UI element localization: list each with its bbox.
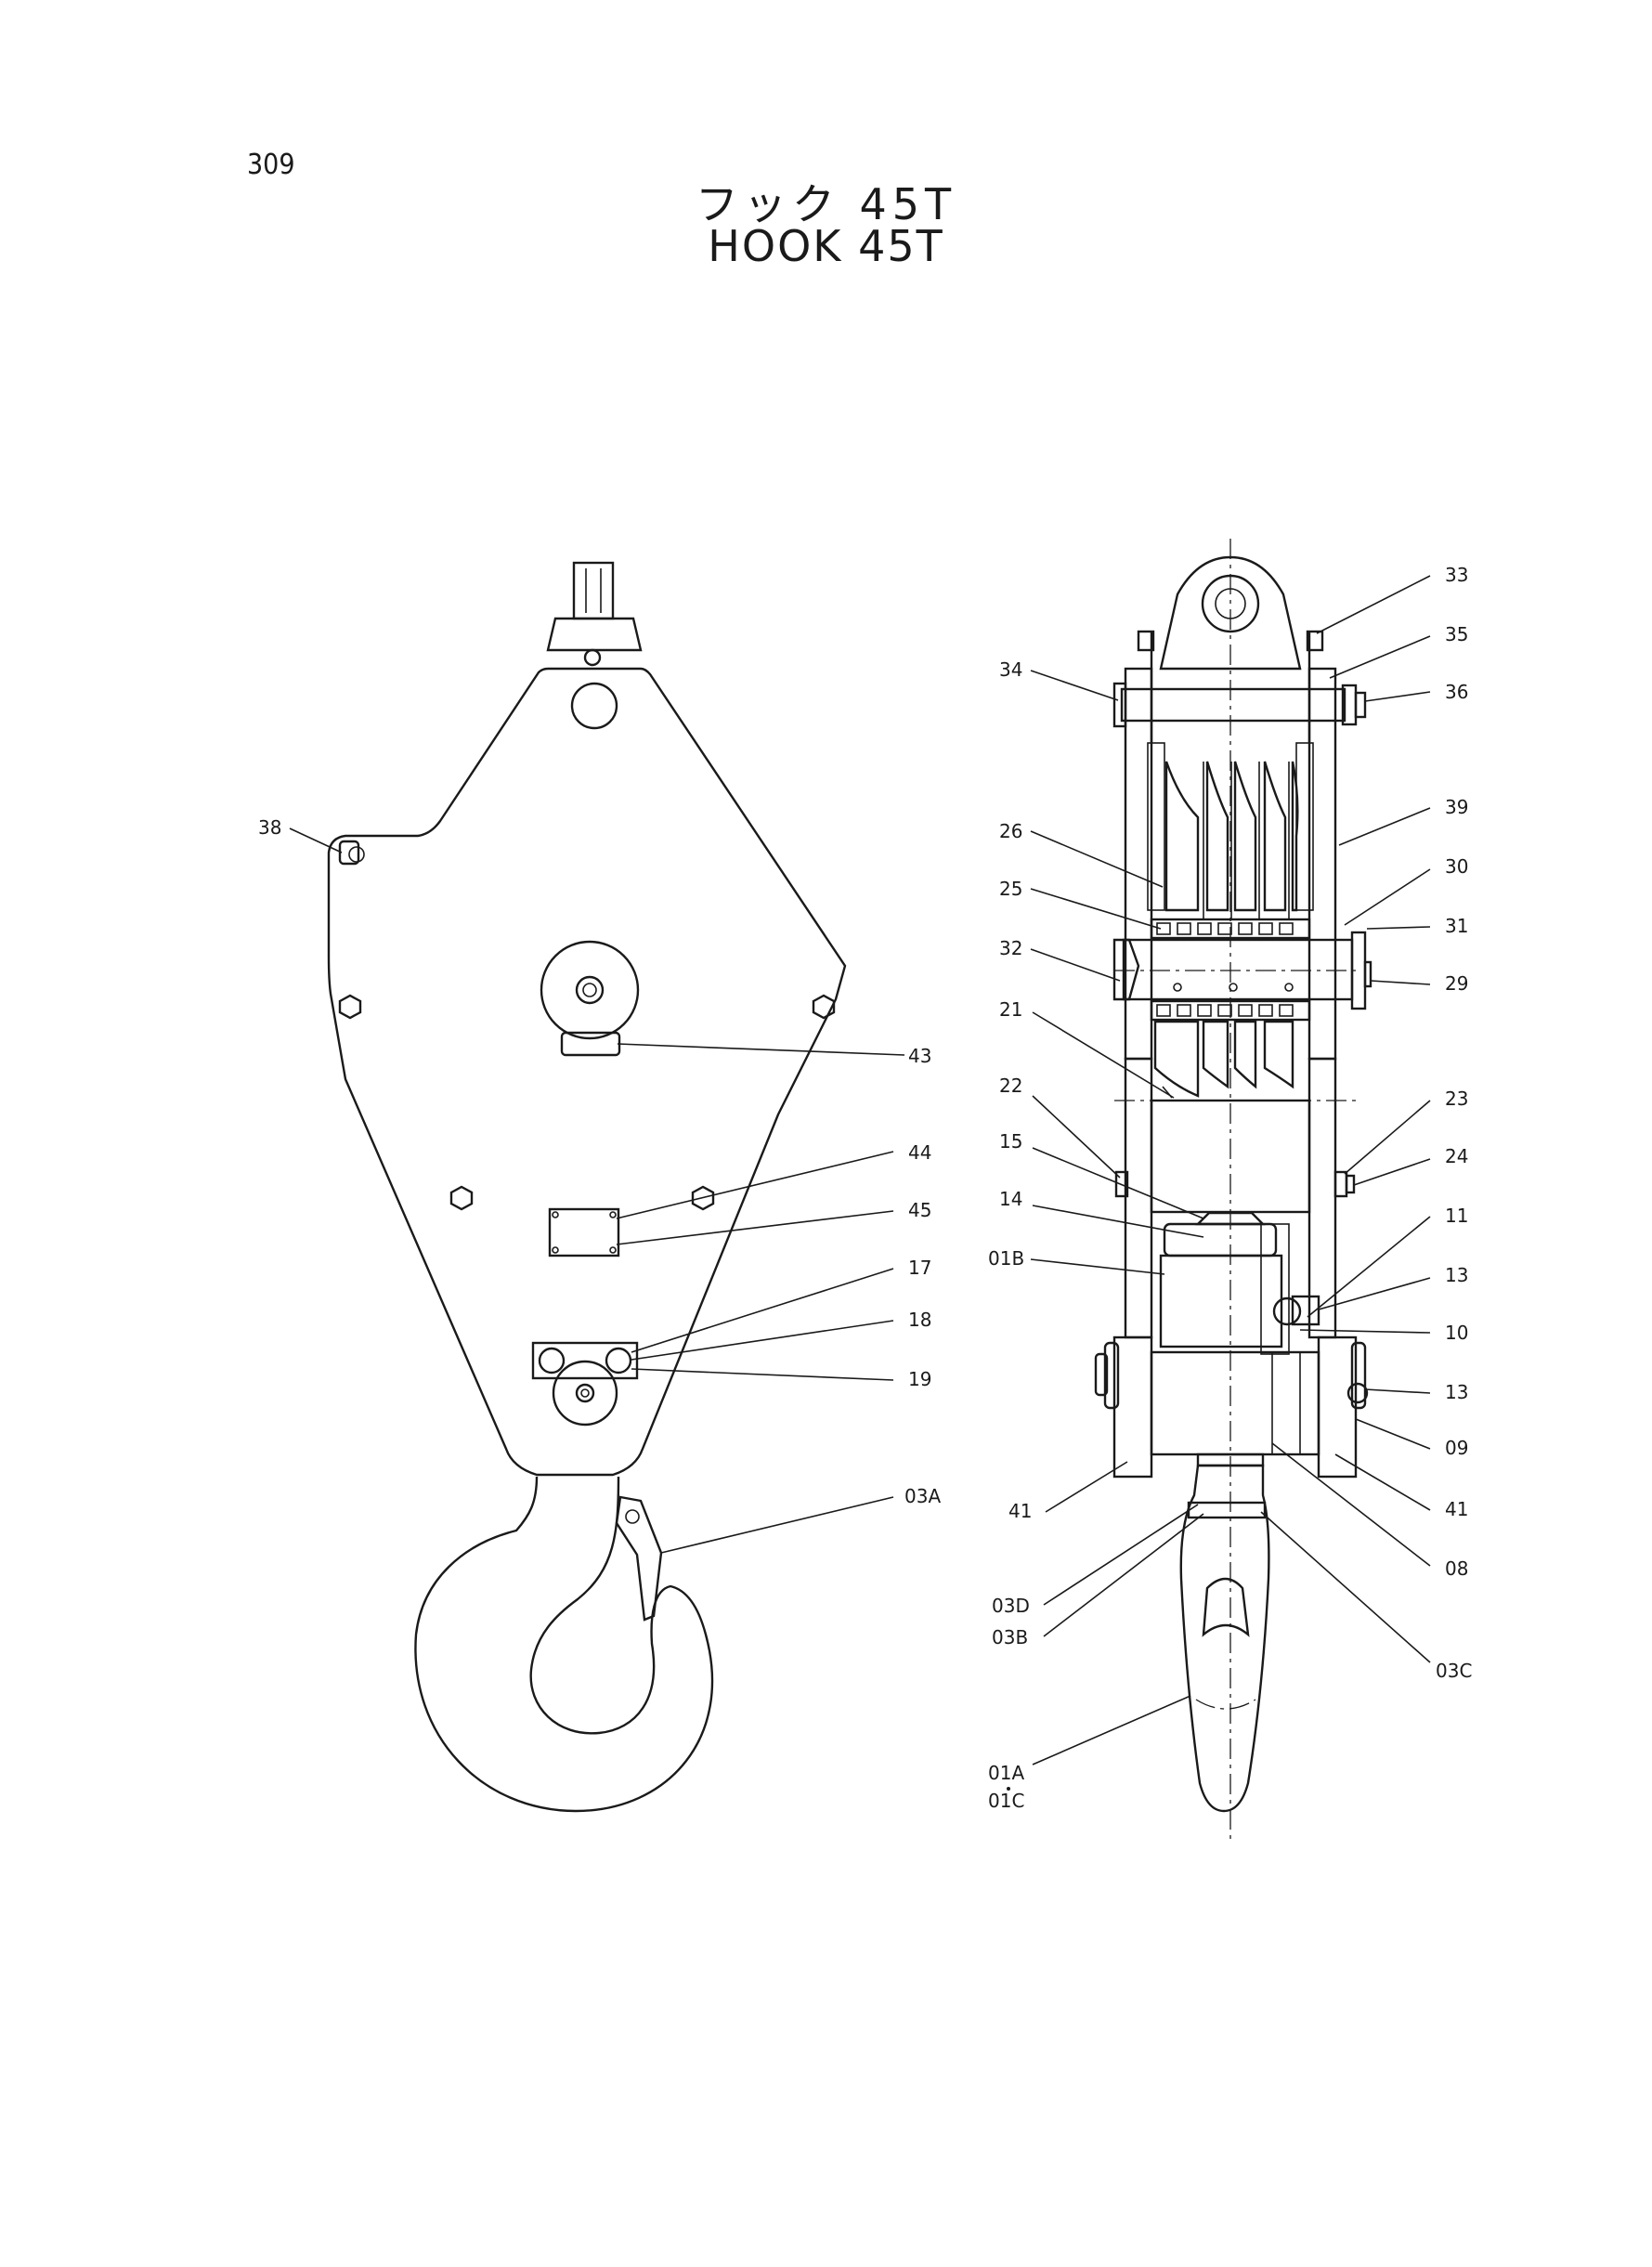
label-30: 30 xyxy=(1445,855,1468,878)
label-15: 15 xyxy=(999,1130,1022,1153)
label-03D: 03D xyxy=(992,1595,1030,1617)
front-view xyxy=(289,561,905,1813)
side-plate-outline xyxy=(327,667,847,1477)
label-13b: 13 xyxy=(1445,1381,1468,1403)
hook-body xyxy=(414,1476,714,1813)
label-33: 33 xyxy=(1445,564,1468,586)
safety-latch xyxy=(615,1495,663,1622)
label-31: 31 xyxy=(1445,915,1468,937)
label-13a: 13 xyxy=(1445,1264,1468,1286)
label-24: 24 xyxy=(1445,1145,1468,1167)
side-section-view xyxy=(1030,539,1431,1839)
top-trunnion xyxy=(546,617,643,652)
label-34: 34 xyxy=(999,658,1022,681)
label-18: 18 xyxy=(908,1309,931,1331)
label-25: 25 xyxy=(999,878,1022,900)
label-19: 19 xyxy=(908,1368,931,1390)
sheave-stack-upper xyxy=(1164,761,1299,919)
label-29: 29 xyxy=(1445,972,1468,995)
label-23: 23 xyxy=(1445,1088,1468,1110)
label-01A: 01A xyxy=(988,1762,1024,1784)
part-43-plate xyxy=(560,1031,621,1057)
top-shackle xyxy=(1159,555,1302,671)
label-22: 22 xyxy=(999,1075,1022,1097)
bearing-row-upper xyxy=(1150,918,1311,940)
label-01B: 01B xyxy=(988,1247,1024,1270)
title-english: HOOK 45T xyxy=(708,221,944,271)
lock-plate xyxy=(531,1341,639,1380)
bearing-row-lower xyxy=(1150,999,1311,1022)
label-44: 44 xyxy=(908,1141,931,1164)
part-labels: 38 43 44 45 17 18 19 03A 33 35 36 34 39 … xyxy=(258,564,1472,1812)
label-38: 38 xyxy=(258,816,281,839)
label-03B: 03B xyxy=(992,1626,1028,1648)
label-21: 21 xyxy=(999,998,1022,1021)
label-36: 36 xyxy=(1445,681,1468,703)
name-plate xyxy=(548,1207,620,1257)
page-number: 309 xyxy=(247,149,295,181)
label-01C: 01C xyxy=(988,1790,1024,1812)
label-03C: 03C xyxy=(1436,1660,1472,1682)
label-14: 14 xyxy=(999,1188,1022,1210)
label-09: 09 xyxy=(1445,1437,1468,1459)
sheave-stack-lower xyxy=(1153,1020,1294,1098)
label-03A: 03A xyxy=(904,1485,941,1507)
cross-pin xyxy=(1120,687,1346,723)
hook-nut-cap xyxy=(552,1360,618,1427)
label-10: 10 xyxy=(1445,1322,1468,1344)
label-43: 43 xyxy=(908,1045,931,1067)
label-45: 45 xyxy=(908,1199,931,1221)
left-trunnion-plate xyxy=(1112,1335,1153,1479)
hook-shank xyxy=(1179,1464,1270,1813)
label-32: 32 xyxy=(999,937,1022,959)
sheave-pin xyxy=(1122,938,1354,1001)
sheave-pin-cap xyxy=(540,940,640,1040)
title-japanese: フック 45T xyxy=(695,179,957,229)
label-35: 35 xyxy=(1445,623,1468,645)
top-hole xyxy=(570,682,618,730)
label-39: 39 xyxy=(1445,796,1468,818)
label-41-left: 41 xyxy=(1008,1500,1032,1522)
top-stem xyxy=(572,561,615,620)
trunnion xyxy=(1150,1350,1320,1456)
label-26: 26 xyxy=(999,820,1022,842)
label-11: 11 xyxy=(1445,1205,1468,1227)
label-08: 08 xyxy=(1445,1557,1468,1580)
hook-nut xyxy=(1159,1254,1283,1348)
label-41-right: 41 xyxy=(1445,1498,1468,1520)
label-17: 17 xyxy=(908,1257,931,1279)
